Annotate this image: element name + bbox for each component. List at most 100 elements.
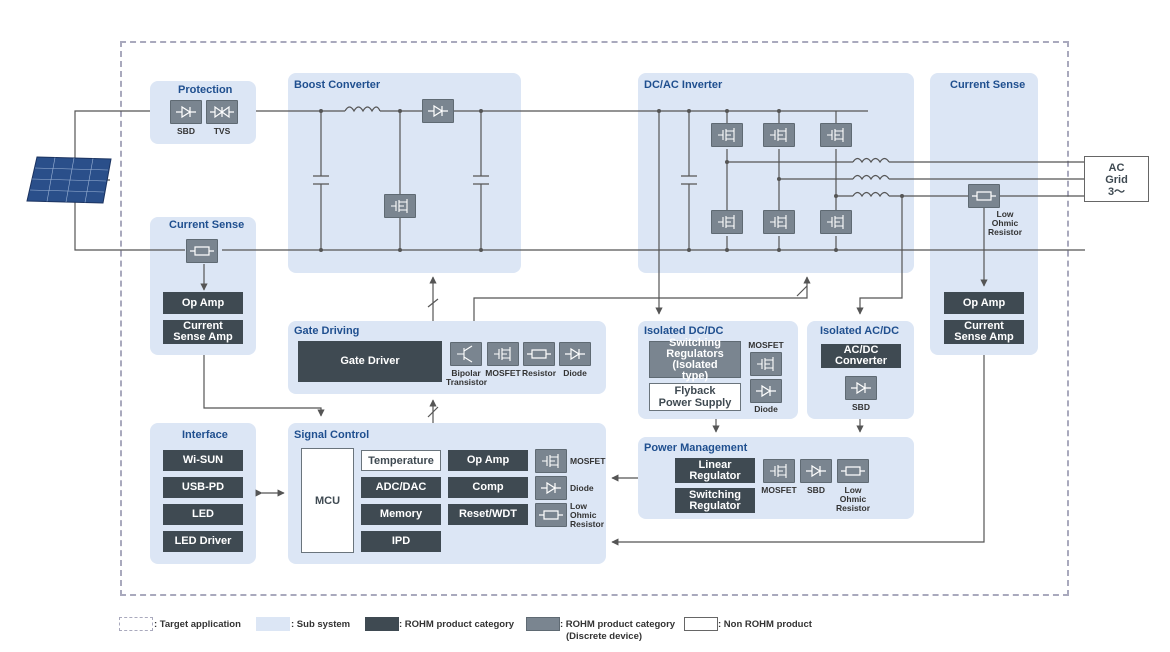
signal-diode-device: [535, 476, 567, 500]
isolated-acdc-sbd-device: [845, 376, 877, 400]
gate-driving-title: Gate Driving: [294, 325, 360, 337]
dc-ac-inverter-subsystem: [638, 73, 914, 273]
mosfet-icon: [770, 128, 787, 142]
interface-title: Interface: [182, 429, 228, 441]
legend-non-rohm-label: : Non ROHM product: [718, 619, 812, 630]
mosfet-icon: [718, 215, 735, 229]
legend: : Target application : Sub system : ROHM…: [0, 617, 1170, 642]
gate-resistor-label: Resistor: [521, 368, 556, 378]
dc-ac-inverter-title: DC/AC Inverter: [644, 79, 723, 91]
current-sense-left-title: Current Sense: [169, 219, 245, 231]
current-sense-left-cs-amp: Current Sense Amp: [163, 320, 243, 344]
sbd-label: SBD: [177, 126, 195, 136]
resistor-icon: [527, 349, 551, 359]
bipolar-transistor-device: [450, 342, 482, 366]
isolated-acdc-title: Isolated AC/DC: [820, 325, 900, 337]
boost-converter-title: Boost Converter: [294, 79, 381, 91]
diode-icon: [851, 381, 871, 395]
signal-resistor-device: [535, 503, 567, 527]
signal-resistor-label: Low Ohmic Resistor: [570, 501, 605, 529]
memory-block: Memory: [361, 504, 441, 525]
protection-title: Protection: [178, 84, 233, 96]
mosfet-icon: [827, 128, 844, 142]
ac-grid-line1: AC: [1108, 162, 1125, 174]
mcu-block: MCU: [301, 448, 354, 553]
bipolar-transistor-icon: [457, 345, 473, 363]
resistor-icon: [972, 191, 996, 201]
current-sense-right-title: Current Sense: [950, 79, 1026, 91]
legend-sub-label: : Sub system: [291, 619, 351, 630]
legend-target-label: : Target application: [154, 619, 241, 630]
inverter-mosfet-2: [763, 123, 795, 147]
temperature-block: Temperature: [361, 450, 441, 471]
current-sense-left-op-amp: Op Amp: [163, 292, 243, 314]
mosfet-icon: [391, 199, 408, 213]
legend-discrete-sub-label: (Discrete device): [566, 631, 643, 642]
mosfet-icon: [494, 347, 511, 361]
solar-panel-image: [25, 155, 113, 210]
bipolar-transistor-label: Bipolar Transistor: [446, 368, 488, 387]
tvs-diode-icon: [210, 105, 234, 119]
resistor-icon: [190, 246, 214, 256]
legend-discrete-label: : ROHM product category: [560, 619, 676, 630]
resistor-icon: [841, 466, 865, 476]
inverter-mosfet-4: [711, 210, 743, 234]
acdc-converter-block: AC/DC Converter: [821, 344, 901, 368]
switching-regulator-block: Switching Regulator: [675, 488, 755, 513]
legend-swatch-rohm: [365, 617, 399, 631]
op-amp-block: Op Amp: [448, 450, 528, 471]
sbd-device: [170, 100, 202, 124]
comp-block: Comp: [448, 477, 528, 498]
interface-item-usb-pd: USB-PD: [163, 477, 243, 498]
power-resistor-label: Low Ohmic Resistor: [835, 485, 870, 513]
flyback-power-supply-block: Flyback Power Supply: [649, 383, 741, 411]
mosfet-icon: [757, 357, 774, 371]
power-management-title: Power Management: [644, 442, 748, 454]
switching-regulators-isolated-block: Switching Regulators (Isolated type): [649, 337, 741, 381]
boost-mosfet-device: [384, 194, 416, 218]
interface-item-led: LED: [163, 504, 243, 525]
gate-driver-block: Gate Driver: [298, 341, 442, 382]
signal-mosfet-device: [535, 449, 567, 473]
inverter-mosfet-3: [820, 123, 852, 147]
mosfet-icon: [542, 454, 559, 468]
legend-swatch-non-rohm: [684, 617, 718, 631]
low-ohmic-resistor-label: Low Ohmic Resistor: [987, 209, 1022, 237]
diode-icon: [565, 347, 585, 361]
inverter-mosfet-6: [820, 210, 852, 234]
interface-item-wi-sun: Wi-SUN: [163, 450, 243, 471]
linear-regulator-block: Linear Regulator: [675, 458, 755, 483]
signal-diode-label: Diode: [570, 483, 594, 493]
protection-subsystem: [150, 81, 256, 144]
diode-icon: [806, 464, 826, 478]
isolated-acdc-sbd-label: SBD: [852, 402, 870, 412]
ac-grid-line2: Grid: [1105, 174, 1128, 186]
gate-diode-device: [559, 342, 591, 366]
ipd-block: IPD: [361, 531, 441, 552]
inverter-mosfet-1: [711, 123, 743, 147]
mosfet-icon: [718, 128, 735, 142]
mosfet-icon: [827, 215, 844, 229]
target-application-frame: [120, 41, 1069, 596]
tvs-label: TVS: [213, 126, 231, 136]
gate-mosfet-label: MOSFET: [485, 368, 521, 378]
mosfet-icon: [770, 215, 787, 229]
reset-wdt-block: Reset/WDT: [448, 504, 528, 525]
diode-icon: [428, 104, 448, 118]
signal-mosfet-label: MOSFET: [570, 456, 606, 466]
power-sbd-label: SBD: [807, 485, 825, 495]
isolated-dcdc-mosfet-device: [750, 352, 782, 376]
isolated-dcdc-mosfet-label: MOSFET: [748, 340, 784, 350]
power-mosfet-device: [763, 459, 795, 483]
legend-rohm-label: : ROHM product category: [399, 619, 515, 630]
legend-swatch-discrete: [526, 617, 560, 631]
inverter-mosfet-5: [763, 210, 795, 234]
boost-converter-subsystem: [288, 73, 521, 273]
mosfet-icon: [770, 464, 787, 478]
gate-diode-label: Diode: [563, 368, 587, 378]
gate-resistor-device: [523, 342, 555, 366]
power-sbd-device: [800, 459, 832, 483]
interface-item-led-driver: LED Driver: [163, 531, 243, 552]
ac-grid-line3: 3～: [1107, 186, 1126, 198]
power-mosfet-label: MOSFET: [761, 485, 797, 495]
